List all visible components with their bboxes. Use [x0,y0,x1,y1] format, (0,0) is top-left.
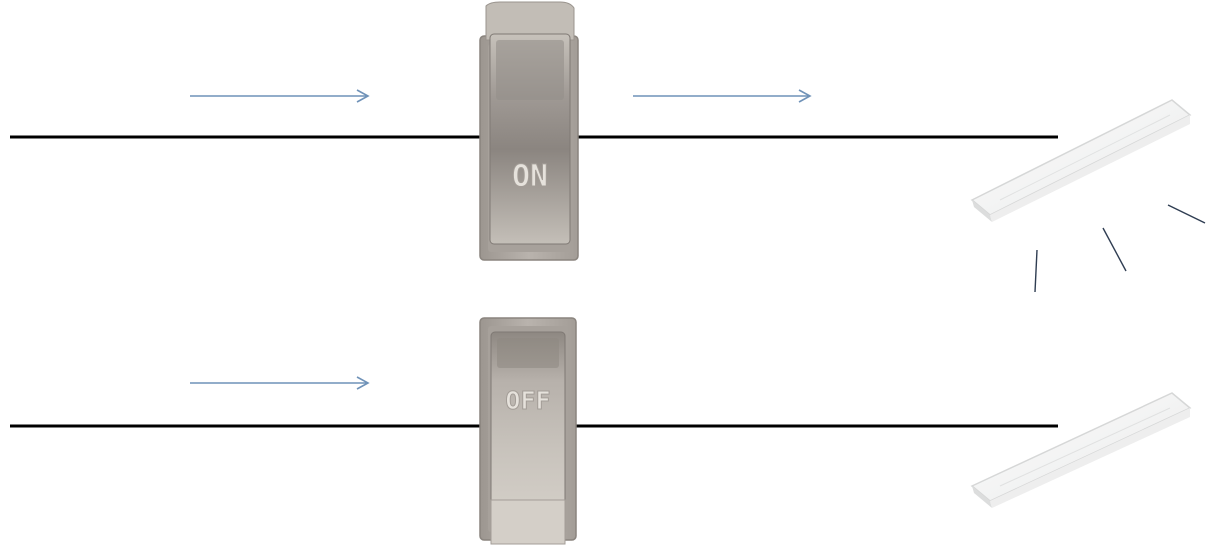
light-rays [1034,204,1206,293]
switch-label-on: ON [512,159,548,194]
toggle-switch-on[interactable]: ON [479,1,579,261]
switch-label-off: OFF [505,386,550,415]
light-ray-2 [1102,227,1127,272]
circuit-off: OFF [10,317,1192,545]
light-ray-3 [1167,204,1206,224]
light-fixture-on [970,99,1192,222]
light-ray-1 [1034,249,1038,293]
toggle-switch-off[interactable]: OFF [479,317,577,545]
light-fixture-off [970,392,1192,508]
circuit-on: ON [10,1,1206,293]
